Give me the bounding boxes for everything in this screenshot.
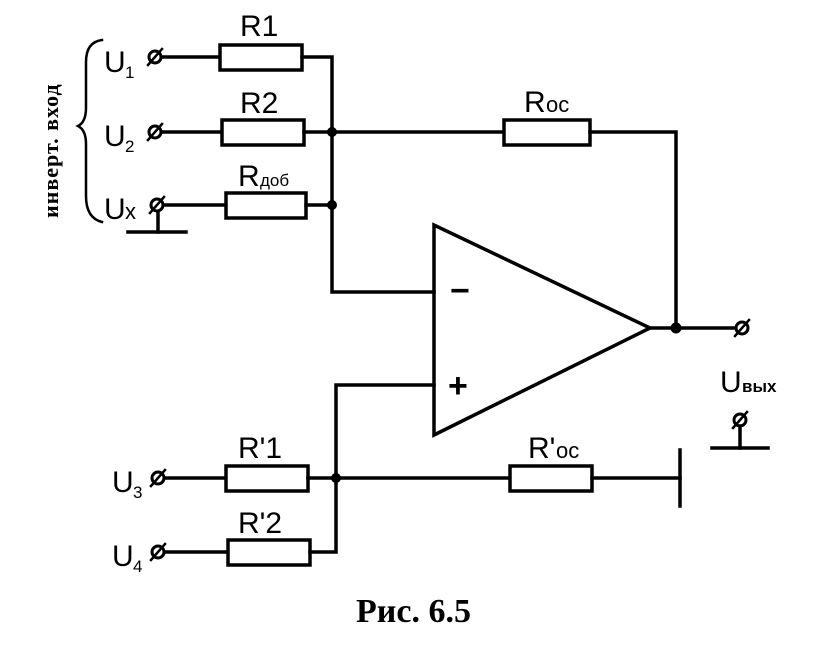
terminal-slash bbox=[146, 122, 164, 142]
opamp-plus: + bbox=[448, 367, 468, 405]
label-roc: R bbox=[524, 86, 546, 119]
terminal-slash bbox=[733, 318, 751, 338]
label-ux: U bbox=[104, 193, 126, 226]
label-u1: U bbox=[104, 46, 126, 79]
label-radd: R bbox=[238, 160, 260, 193]
resistor-radd bbox=[224, 191, 308, 220]
label-radd-sub: доб bbox=[260, 171, 289, 190]
wire-r1-out bbox=[300, 55, 334, 134]
label-u3: U bbox=[112, 466, 134, 499]
label-u3-sub: 3 bbox=[133, 483, 142, 502]
wire-noninverting bbox=[334, 383, 436, 480]
label-u2: U bbox=[104, 120, 126, 153]
junction-dot bbox=[670, 322, 682, 334]
label-u4-sub: 4 bbox=[133, 557, 142, 576]
junction-dot bbox=[327, 127, 337, 137]
resistor-roc-prime bbox=[508, 464, 594, 493]
opamp-triangle bbox=[432, 222, 655, 438]
junction-dot bbox=[327, 200, 337, 210]
terminal-slash bbox=[731, 410, 749, 430]
terminal-slash bbox=[146, 47, 164, 67]
opamp-minus: − bbox=[450, 272, 470, 310]
figure-caption: Рис. 6.5 bbox=[356, 593, 471, 630]
label-ux-sub: x bbox=[125, 199, 136, 224]
resistor-r2-prime bbox=[226, 538, 312, 567]
resistor-r2 bbox=[220, 118, 306, 147]
label-roc-sub: ос bbox=[546, 92, 569, 117]
label-r1-prime: R'1 bbox=[238, 432, 282, 465]
wire-roc-out bbox=[588, 130, 678, 330]
resistor-r1-prime bbox=[224, 464, 310, 493]
resistor-roc bbox=[502, 118, 592, 147]
resistor-r1 bbox=[218, 43, 304, 72]
label-r2: R2 bbox=[240, 87, 278, 120]
label-uout: U bbox=[720, 366, 742, 399]
label-uout-sub: вых bbox=[742, 377, 777, 396]
terminal-slash bbox=[148, 195, 166, 215]
label-u2-sub: 2 bbox=[125, 137, 134, 156]
label-r1: R1 bbox=[240, 10, 278, 43]
input-brace bbox=[75, 38, 104, 224]
wire-inverting-node bbox=[330, 130, 436, 294]
terminal-slash bbox=[149, 468, 167, 488]
label-u1-sub: 1 bbox=[125, 63, 134, 82]
wire-r2p-out bbox=[308, 476, 338, 554]
label-roc-prime-sub: ос bbox=[556, 438, 579, 463]
label-r2-prime: R'2 bbox=[238, 507, 282, 540]
label-roc-prime: R' bbox=[528, 432, 555, 465]
label-u4: U bbox=[112, 540, 134, 573]
terminal-slash bbox=[149, 542, 167, 562]
side-label: инверт. вход bbox=[38, 83, 63, 218]
